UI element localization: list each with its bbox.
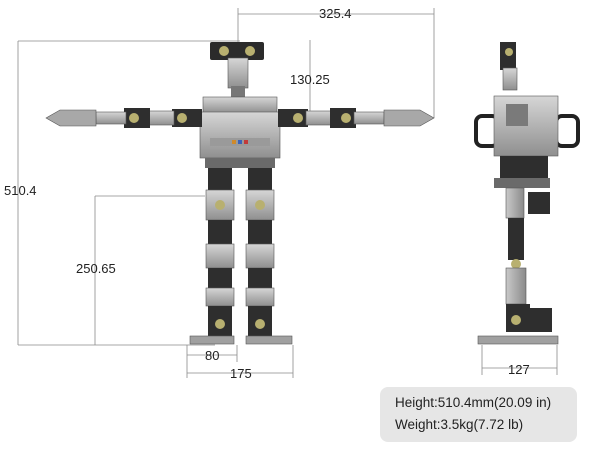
weight-spec: Weight:3.5kg(7.72 lb) (395, 417, 524, 432)
robot-front-view (45, 42, 435, 345)
dim-total-height: 510.4 (4, 183, 37, 198)
dim-foot-width: 80 (205, 348, 219, 363)
specs-panel: Height:510.4mm(20.09 in) Weight:3.5kg(7.… (380, 387, 577, 442)
robot-left-leg (189, 168, 235, 345)
dim-leg-height: 250.65 (76, 261, 116, 276)
robot-side-view (474, 42, 580, 345)
dim-arm-span: 325.4 (319, 6, 352, 21)
dim-shoulder-to-top: 130.25 (290, 72, 330, 87)
dim-side-depth: 127 (508, 362, 530, 377)
robot-left-arm (45, 108, 202, 128)
dimension-lines (17, 8, 558, 378)
height-spec: Height:510.4mm(20.09 in) (395, 395, 552, 410)
robot-right-arm (278, 108, 435, 128)
dim-stance-width: 175 (230, 366, 252, 381)
side-leg (505, 187, 552, 332)
side-foot (477, 335, 559, 345)
side-torso (474, 95, 580, 188)
robot-torso (199, 96, 281, 168)
robot-head (210, 42, 264, 98)
robot-right-leg (245, 168, 293, 345)
